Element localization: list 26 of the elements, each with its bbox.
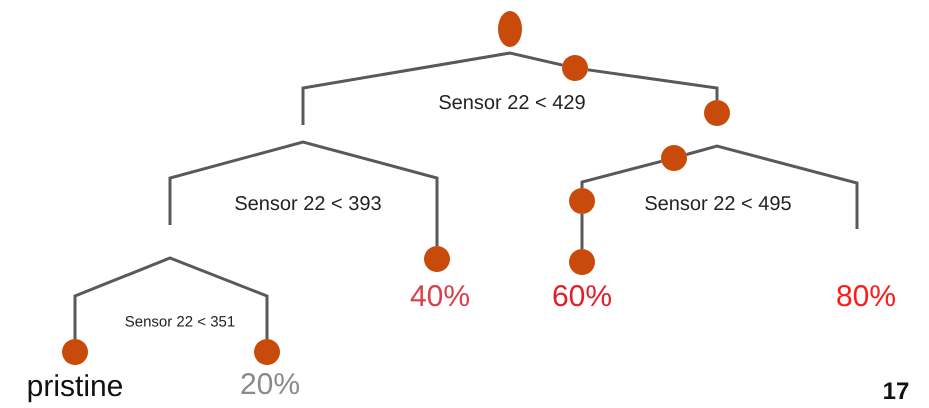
tree-branch-line bbox=[580, 160, 662, 188]
split-condition-label: Sensor 22 < 429 bbox=[438, 93, 586, 113]
node-dot bbox=[569, 249, 595, 275]
leaf-value-label: pristine bbox=[26, 372, 124, 402]
leaf-value-label: 80% bbox=[836, 282, 896, 312]
tree-branch-line bbox=[74, 256, 268, 339]
split-condition-label: Sensor 22 < 495 bbox=[644, 194, 792, 214]
node-dot bbox=[424, 246, 450, 272]
tree-branch-line bbox=[588, 68, 718, 100]
node-dot bbox=[569, 188, 595, 214]
leaf-value-label: 20% bbox=[240, 370, 300, 400]
tree-branch-line bbox=[168, 140, 438, 246]
tree-branch-line bbox=[686, 144, 858, 229]
node-dot bbox=[254, 339, 280, 365]
node-dot bbox=[498, 11, 522, 47]
leaf-value-label: 40% bbox=[410, 282, 470, 312]
leaf-value-label: 17 bbox=[882, 380, 910, 404]
node-dot bbox=[62, 339, 88, 365]
split-condition-label: Sensor 22 < 393 bbox=[234, 194, 382, 214]
node-dot bbox=[704, 100, 730, 126]
tree-branch-line bbox=[580, 214, 584, 249]
node-dot bbox=[562, 55, 588, 81]
node-dot bbox=[661, 145, 687, 171]
tree-branch-line bbox=[302, 51, 563, 125]
split-condition-label: Sensor 22 < 351 bbox=[124, 314, 236, 330]
leaf-value-label: 60% bbox=[552, 282, 612, 312]
